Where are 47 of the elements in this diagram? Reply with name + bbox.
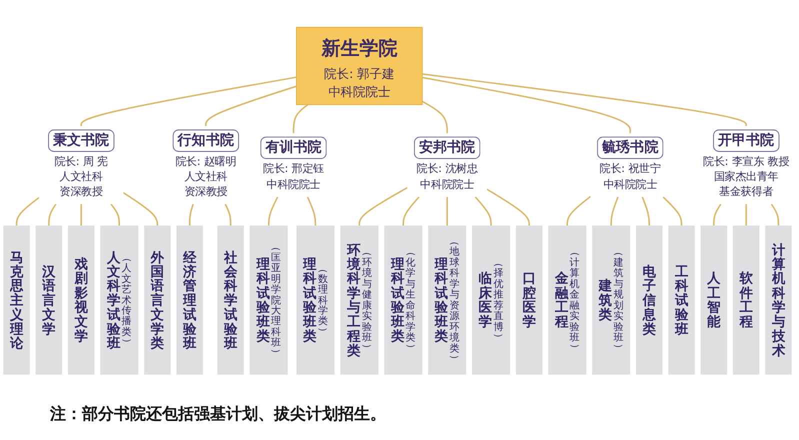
connector [306, 196, 316, 226]
node-text: 安邦书院 院长: 沈树忠 中科院院士 [416, 139, 478, 192]
connector [80, 76, 297, 126]
connector [358, 186, 408, 226]
node-box: 戏剧影视文学 [68, 226, 94, 375]
connector [474, 196, 492, 226]
node-text: 行知书院 院长: 赵曙明 人文社科资深教授 [175, 132, 236, 199]
connector [402, 196, 420, 226]
node-text: 开甲书院 院长: 李宣东 教授 国家杰出青年基金获得者 [703, 132, 790, 199]
node-box: 马克思主义理论 [3, 226, 30, 375]
connector [713, 204, 722, 226]
connector [610, 196, 619, 226]
connector [422, 100, 448, 134]
node-text: 有训书院 院长: 邢定钰 中科院院士 [263, 139, 324, 192]
node-box: 软件工程 [732, 226, 760, 375]
node-box: 口腔医学 [516, 226, 542, 375]
connector [48, 204, 56, 226]
connector [80, 204, 82, 226]
connector [268, 196, 278, 226]
node-box: 新生学院 院长: 郭子建 中科院院士 [296, 26, 423, 106]
connector [446, 196, 448, 226]
node-text: 毓琇书院 院长: 祝世宁 中科院院士 [600, 139, 661, 192]
note-text: 注：部分书院还包括强基计划、拔尖计划招生。 [50, 404, 386, 425]
node-box: 电子信息类 [636, 226, 662, 375]
node-box: 汉语言文学 [36, 226, 62, 375]
connector [110, 204, 120, 226]
connector [770, 204, 780, 226]
connector [745, 204, 747, 226]
connector [292, 104, 308, 134]
node-box: 计算机科学与技术 [765, 226, 792, 375]
connector [422, 73, 747, 126]
connector [224, 204, 232, 226]
node-box: 经济管理试验班 [176, 226, 203, 375]
connector [566, 196, 591, 226]
connector [486, 188, 530, 226]
node-box: 外国语言文学类 [144, 226, 171, 375]
connector [16, 196, 40, 226]
node-text: 秉文书院 院长: 周 宪 人文社科资深教授 [53, 132, 110, 199]
connector [188, 204, 194, 226]
node-box: 社会科学试验班 [217, 226, 244, 375]
node-box: 工科试验班 [668, 226, 695, 375]
node-box: 人工智能 [700, 226, 728, 375]
connector [205, 86, 297, 126]
connector [662, 196, 682, 226]
connector [122, 192, 158, 226]
connector [422, 76, 631, 134]
connector [642, 196, 650, 226]
